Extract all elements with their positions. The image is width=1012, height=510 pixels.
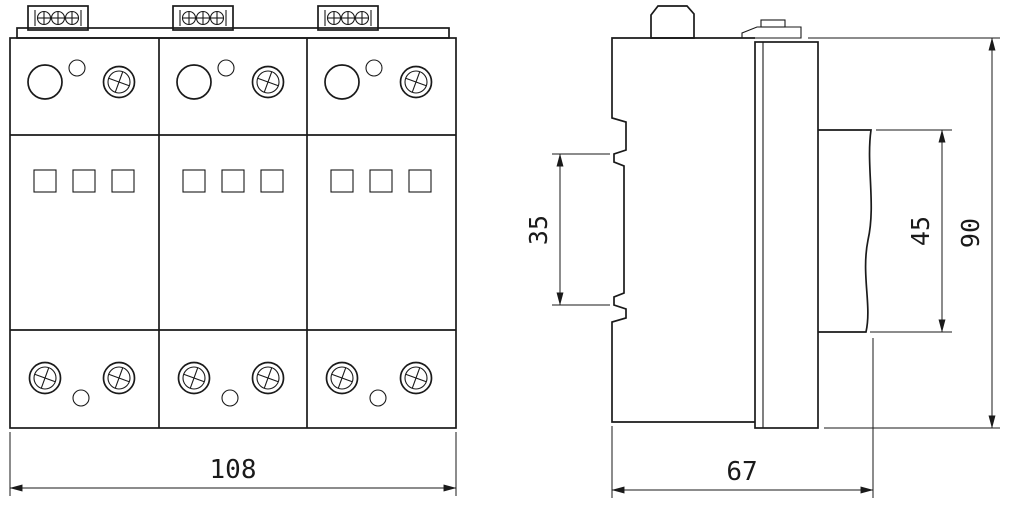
overall-height-dim-label: 90	[956, 218, 985, 248]
front-height-dim-label: 45	[906, 216, 935, 246]
front-view: 108	[9, 6, 457, 496]
rail-opening-dim-label: 35	[524, 215, 553, 245]
terminal-block-3	[318, 6, 378, 30]
device-body	[9, 37, 457, 429]
side-body-outline	[611, 37, 755, 423]
depth-dimension: 67	[611, 338, 874, 498]
overall-height-dimension: 90	[808, 37, 1000, 429]
depth-dim-label: 67	[726, 457, 757, 487]
front-section-block	[754, 41, 819, 429]
terminal-block-1	[28, 6, 88, 30]
module-1	[28, 60, 135, 406]
front-width-dim-label: 108	[210, 455, 257, 485]
front-width-dimension: 108	[9, 432, 457, 496]
din-clip-tab	[650, 5, 695, 39]
side-terminal-clamp	[741, 26, 802, 39]
front-height-dimension: 45	[870, 129, 952, 333]
side-terminal-screw	[760, 19, 786, 28]
module-2	[177, 60, 284, 406]
side-view: 35 45 90 67	[524, 5, 1000, 498]
rail-opening-dimension: 35	[524, 153, 610, 306]
module-3	[325, 60, 432, 406]
front-protrusion	[818, 129, 873, 333]
terminal-block-2	[173, 6, 233, 30]
